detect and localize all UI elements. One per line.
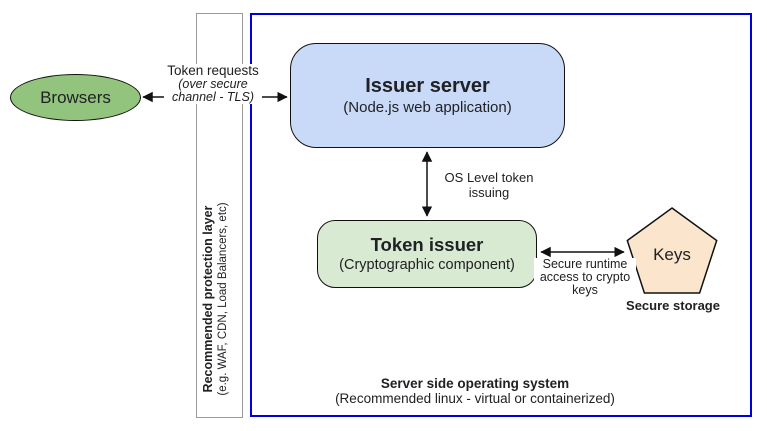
token-requests-line3: channel - TLS) xyxy=(172,90,254,104)
token-issuer-node: Token issuer (Cryptographic component) xyxy=(317,220,537,288)
edge-label-token-requests: Token requests (over secure channel - TL… xyxy=(164,64,262,104)
server-os-title: Server side operating system xyxy=(380,376,570,391)
server-os-caption: Server side operating system (Recommende… xyxy=(290,376,660,406)
token-issuer-subtitle: (Cryptographic component) xyxy=(339,257,515,273)
os-token-issuing-line2: issuing xyxy=(468,185,510,200)
keys-pentagon xyxy=(626,207,718,294)
protection-layer-caption: Recommended protection layer (e.g. WAF, … xyxy=(201,199,235,399)
server-os-subtitle: (Recommended linux - virtual or containe… xyxy=(335,391,615,406)
secure-runtime-line2: access to crypto xyxy=(539,270,631,284)
keys-label: Keys xyxy=(653,245,691,264)
secure-storage-caption: Secure storage xyxy=(626,298,720,313)
token-requests-line2: (over secure xyxy=(178,77,248,91)
token-requests-line1: Token requests xyxy=(167,63,259,78)
browsers-label: Browsers xyxy=(40,87,111,107)
secure-runtime-line1: Secure runtime xyxy=(542,257,628,271)
secure-runtime-line3: keys xyxy=(572,283,598,297)
issuer-server-subtitle: (Node.js web application) xyxy=(343,99,512,116)
protection-layer-title: Recommended protection layer xyxy=(201,205,215,393)
server-os-container xyxy=(250,13,752,417)
browsers-node: Browsers xyxy=(10,74,141,121)
token-issuer-title: Token issuer xyxy=(370,234,484,255)
edge-label-secure-runtime: Secure runtime access to crypto keys xyxy=(534,258,636,297)
issuer-server-node: Issuer server (Node.js web application) xyxy=(290,43,565,148)
protection-layer-subtitle: (e.g. WAF, CDN, Load Balancers, etc) xyxy=(217,202,229,396)
issuer-server-title: Issuer server xyxy=(365,75,490,97)
edge-label-os-token-issuing: OS Level token issuing xyxy=(433,170,545,200)
protection-layer-band xyxy=(196,13,243,418)
os-token-issuing-line1: OS Level token xyxy=(444,170,534,185)
